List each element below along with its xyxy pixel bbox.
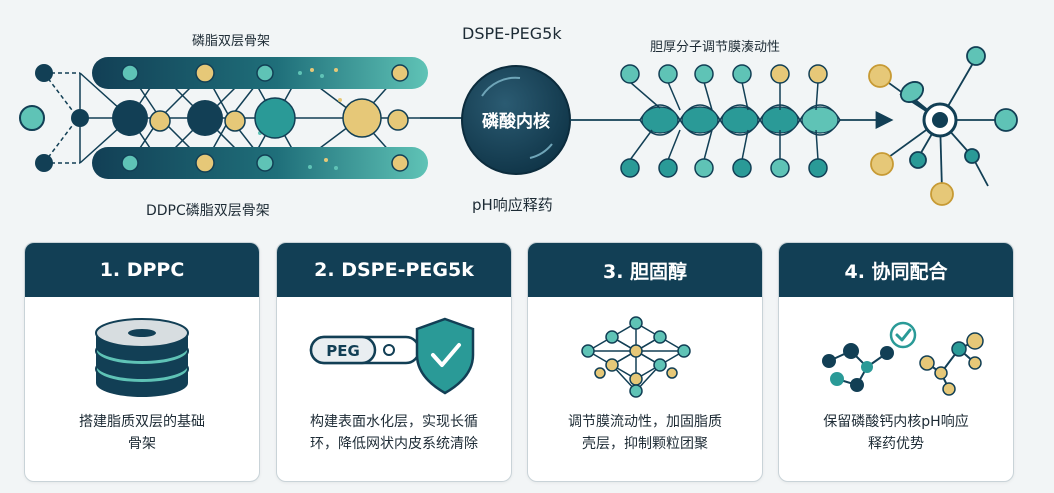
core-label: 磷酸内核 (482, 111, 550, 132)
disc-stack-icon (95, 318, 189, 397)
lower-pendants (620, 129, 828, 178)
calcium-phosphate-core: 磷酸内核 (461, 65, 571, 175)
peg-label: DSPE-PEG5k (462, 24, 562, 43)
lattice-network-icon (581, 316, 691, 398)
peg-shield-icon: PEG (309, 317, 475, 395)
outer-node (35, 154, 53, 172)
card-dspe-peg: 2. DSPE-PEG5k PEG 构建表面水化层，实现长循 环，降低网状内皮系… (276, 242, 512, 482)
card-title: 2. DSPE-PEG5k (277, 243, 511, 297)
molecule-check-icon (822, 321, 984, 396)
card-title: 3. 胆固醇 (528, 243, 762, 297)
upper-bilayer-label: 磷脂双层骨架 (192, 34, 271, 49)
card-title: 1. DPPC (25, 243, 259, 297)
cholesterol-chain (620, 64, 894, 178)
middle-nodes (112, 97, 409, 139)
bilayer-structure (19, 57, 470, 179)
liposome-assembly-diagram: 磷酸内核 (19, 46, 1018, 206)
card-description: 保留磷酸钙内核pH响应 释药优势 (823, 414, 969, 452)
lower-bilayer-label: DDPC磷脂双层骨架 (146, 203, 270, 219)
drug-release-burst (868, 46, 1018, 206)
cholesterol-label: 胆厚分子调节膜湊动性 (650, 40, 781, 55)
card-description: 调节膜流动性，加固脂质 壳层，抑制颗粒团聚 (568, 414, 722, 452)
card-description: 构建表面水化层，实现长循 环，降低网状内皮系统清除 (310, 414, 478, 452)
outer-node (19, 105, 45, 131)
card-cholesterol: 3. 胆固醇 调节膜流动性，加固脂质 壳层，抑制颗粒团聚 (527, 242, 763, 482)
dashed-connectors (43, 72, 80, 164)
upper-pendants (620, 64, 828, 111)
outer-node (71, 109, 89, 127)
chain-beads (641, 106, 839, 134)
card-title: 4. 协同配合 (779, 243, 1013, 297)
outer-node (35, 64, 53, 82)
card-synergy: 4. 协同配合 保留磷酸钙内核pH响应 释药优势 (778, 242, 1014, 482)
card-description: 搭建脂质双层的基础 骨架 (79, 414, 205, 452)
ph-release-label: pH响应释药 (472, 196, 553, 214)
peg-tag-text: PEG (326, 342, 360, 360)
tube-nodes (121, 63, 409, 173)
card-dppc: 1. DPPC 搭建脂质双层的基础 骨架 (24, 242, 260, 482)
